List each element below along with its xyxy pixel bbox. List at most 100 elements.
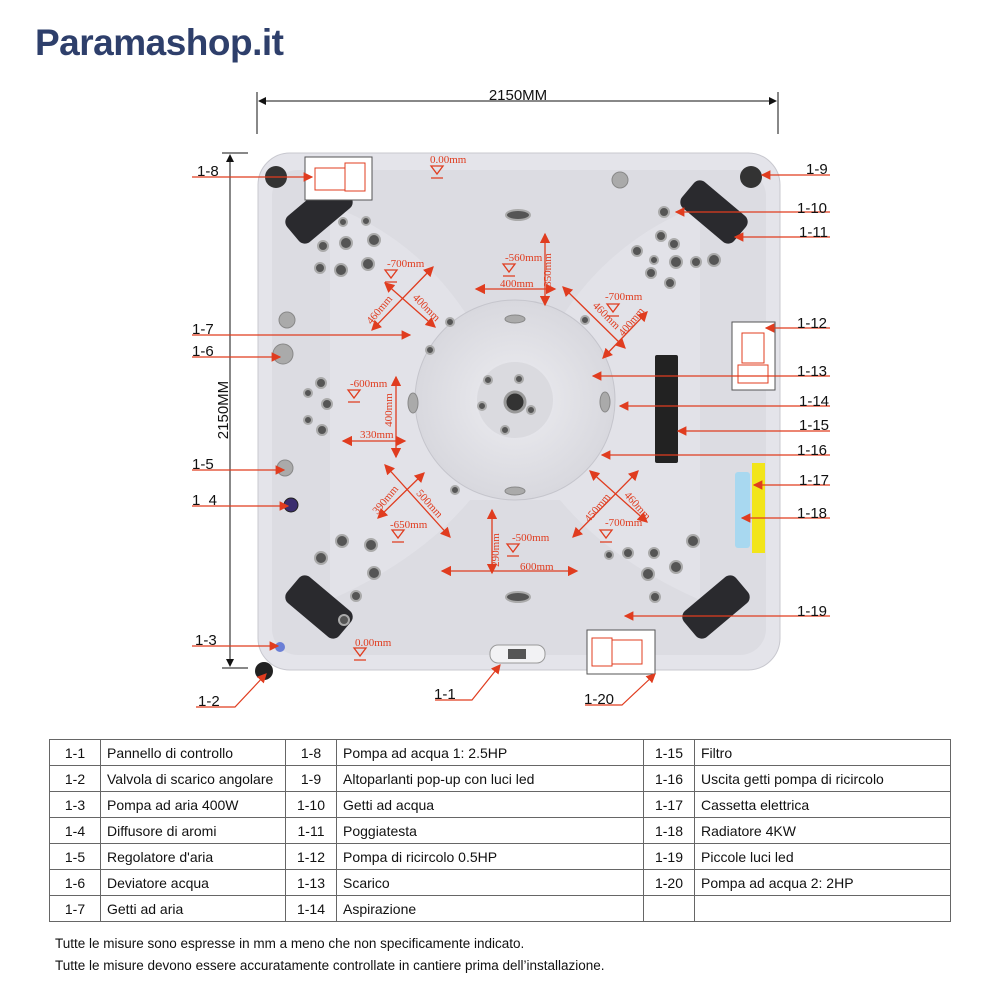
svg-text:1-9: 1-9	[806, 161, 828, 178]
svg-text:600mm: 600mm	[520, 561, 554, 573]
legend-description: Scarico	[336, 869, 644, 896]
legend-code: 1-3	[49, 791, 101, 818]
svg-text:400mm: 400mm	[383, 393, 395, 427]
legend-description	[694, 895, 951, 922]
legend-description: Uscita getti pompa di ricircolo	[694, 765, 951, 792]
legend-code: 1-8	[285, 739, 337, 766]
callout-leaders	[192, 170, 830, 708]
legend-code: 1-4	[49, 817, 101, 844]
legend-code: 1-7	[49, 895, 101, 922]
svg-text:1-13: 1-13	[797, 363, 827, 380]
legend-description: Radiatore 4KW	[694, 817, 951, 844]
svg-text:1-6: 1-6	[192, 343, 214, 360]
legend-description: Cassetta elettrica	[694, 791, 951, 818]
svg-text:-500mm: -500mm	[512, 532, 550, 544]
legend-code: 1-1	[49, 739, 101, 766]
legend-code: 1-2	[49, 765, 101, 792]
width-dimension: 2150MM	[256, 87, 779, 134]
electrical-box	[752, 463, 765, 553]
legend-description: Pompa di ricircolo 0.5HP	[336, 843, 644, 870]
drain-valve	[255, 662, 273, 680]
depth-dimension: 2150MM	[215, 152, 248, 669]
svg-text:2150MM: 2150MM	[215, 381, 232, 439]
svg-text:1-2: 1-2	[198, 693, 220, 710]
svg-text:-700mm: -700mm	[387, 258, 425, 270]
aroma-diffuser	[283, 497, 299, 513]
svg-text:1-7: 1-7	[192, 321, 214, 338]
svg-text:1-20: 1-20	[584, 691, 614, 708]
filter	[655, 355, 678, 463]
legend-description: Pannello di controllo	[100, 739, 286, 766]
svg-text:-560mm: -560mm	[505, 252, 543, 264]
svg-text:-650mm: -650mm	[390, 519, 428, 531]
svg-text:400mm: 400mm	[500, 278, 534, 290]
air-pump-marker	[275, 642, 285, 652]
legend-code: 1-13	[285, 869, 337, 896]
svg-text:290mm: 290mm	[490, 533, 502, 567]
radiator	[735, 472, 750, 548]
legend-description: Diffusore di aromi	[100, 817, 286, 844]
legend-description: Pompa ad acqua 2: 2HP	[694, 869, 951, 896]
svg-text:1 4: 1 4	[192, 492, 217, 509]
legend-code: 1-17	[643, 791, 695, 818]
svg-text:330mm: 330mm	[360, 429, 394, 441]
legend-description: Poggiatesta	[336, 817, 644, 844]
legend-description: Piccole luci led	[694, 843, 951, 870]
legend-code: 1-19	[643, 843, 695, 870]
callout-labels: 1-8 1-7 1-6 1-5 1 4 1-3 1-2 1-1 1-20 1-9…	[192, 161, 829, 710]
legend-code: 1-9	[285, 765, 337, 792]
legend-description: Deviatore acqua	[100, 869, 286, 896]
svg-text:1-5: 1-5	[192, 456, 214, 473]
svg-text:1-11: 1-11	[799, 224, 828, 241]
note-verify: Tutte le misure devono essere accuratame…	[55, 958, 605, 973]
legend-code: 1-18	[643, 817, 695, 844]
legend-description: Regolatore d'aria	[100, 843, 286, 870]
legend-code: 1-12	[285, 843, 337, 870]
legend-code: 1-20	[643, 869, 695, 896]
svg-text:350mm: 350mm	[542, 253, 554, 287]
svg-text:1-18: 1-18	[797, 505, 827, 522]
legend-code: 1-14	[285, 895, 337, 922]
svg-text:1-8: 1-8	[197, 163, 219, 180]
svg-text:0.00mm: 0.00mm	[355, 637, 392, 649]
note-units: Tutte le misure sono espresse in mm a me…	[55, 936, 525, 951]
water-jets	[303, 206, 721, 626]
svg-text:-700mm: -700mm	[605, 517, 643, 529]
svg-text:1-3: 1-3	[195, 632, 217, 649]
legend-description: Getti ad acqua	[336, 791, 644, 818]
pump-drawings	[304, 156, 776, 675]
seat-dimensions	[341, 165, 648, 661]
legend-code: 1-5	[49, 843, 101, 870]
legend-description: Valvola di scarico angolare	[100, 765, 286, 792]
legend-description: Getti ad aria	[100, 895, 286, 922]
legend-description: Filtro	[694, 739, 951, 766]
svg-text:1-14: 1-14	[799, 393, 829, 410]
legend-code: 1-10	[285, 791, 337, 818]
brand-logo: Paramashop.it	[35, 22, 284, 63]
legend-description: Altoparlanti pop-up con luci led	[336, 765, 644, 792]
svg-text:1-16: 1-16	[797, 442, 827, 459]
svg-text:1-12: 1-12	[797, 315, 827, 332]
svg-text:1-17: 1-17	[799, 472, 829, 489]
svg-text:1-10: 1-10	[797, 200, 827, 217]
legend-description: Pompa ad acqua 1: 2.5HP	[336, 739, 644, 766]
svg-text:-600mm: -600mm	[350, 378, 388, 390]
svg-text:1-15: 1-15	[799, 417, 829, 434]
svg-text:1-1: 1-1	[434, 686, 456, 703]
svg-text:1-19: 1-19	[797, 603, 827, 620]
legend-code	[643, 895, 695, 922]
svg-text:0.00mm: 0.00mm	[430, 154, 467, 166]
legend-code: 1-15	[643, 739, 695, 766]
legend-code: 1-16	[643, 765, 695, 792]
legend-code: 1-11	[285, 817, 337, 844]
